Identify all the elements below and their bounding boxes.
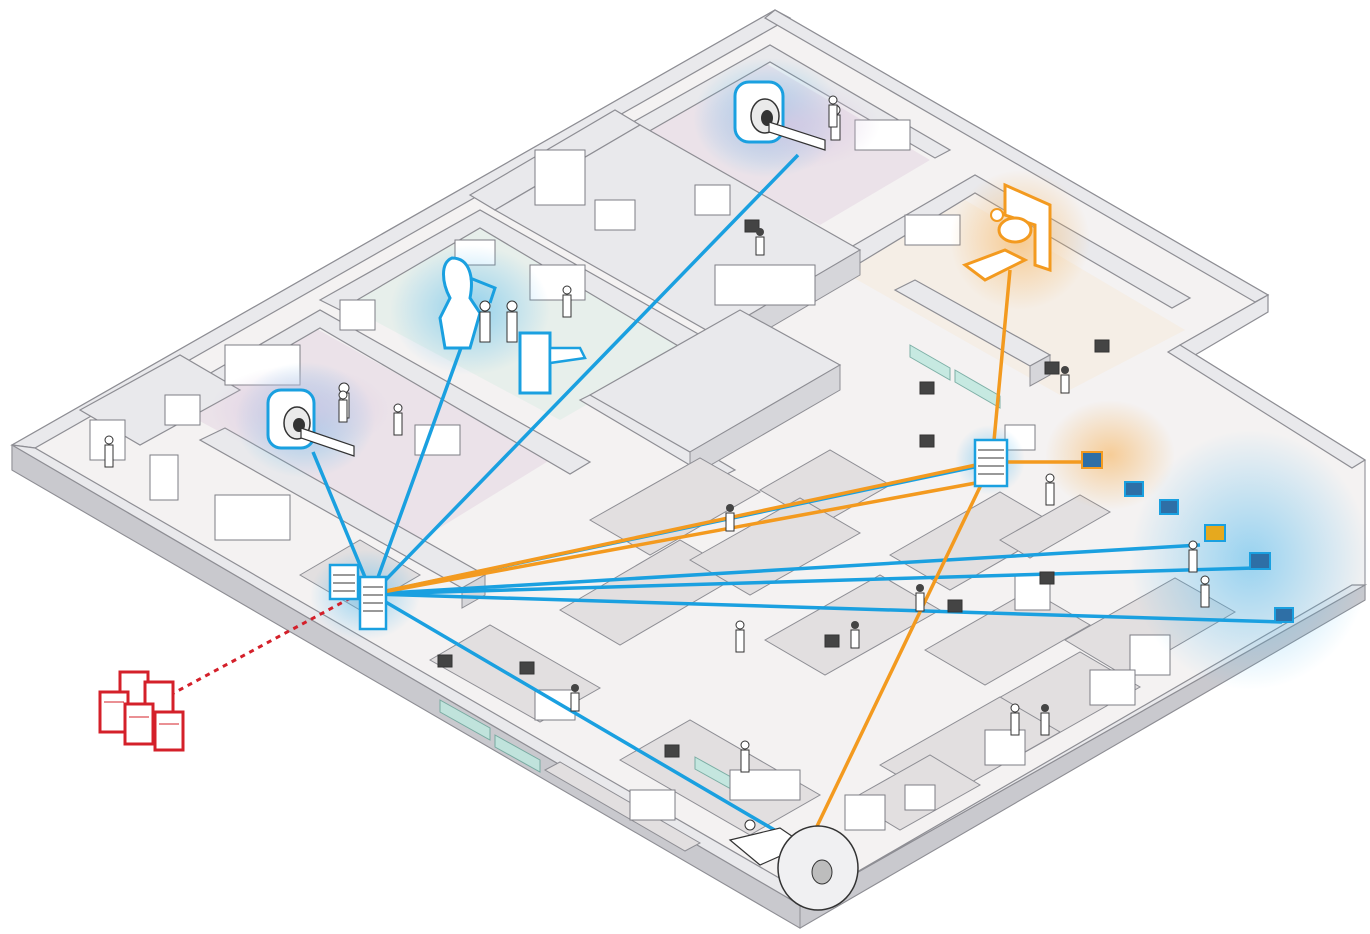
monitor-icon [437,654,453,668]
person-icon [570,684,580,712]
person-icon [1010,703,1020,736]
person-icon [828,95,838,128]
x-ray-arm-icon [961,182,1052,282]
network-rack-icon [328,563,388,631]
blue-link [370,153,800,596]
workstations [437,219,1294,758]
blue-link [370,344,464,595]
monitor-icon [1124,481,1144,497]
surgical-robot-icon [438,256,587,395]
orange-link [990,269,1012,463]
blue-link [371,566,1256,596]
blue-link [371,592,1283,624]
blue-link [311,451,374,595]
monitor-icon [1159,499,1179,515]
person-icon [1200,575,1210,608]
network-rack-icon [973,438,1009,488]
blue-link [371,543,1201,596]
monitor-icon [1044,361,1060,375]
person-icon [393,403,403,436]
person-icon [104,435,114,468]
orange-link [371,460,991,596]
monitor-icon [824,634,840,648]
person-icon [1045,473,1055,506]
monitor-icon [1274,607,1294,623]
monitor-icon [1204,524,1226,542]
monitor-icon [519,661,535,675]
monitor-icon [1249,552,1271,570]
orange-links [371,269,1092,846]
ct-scanner-icon [728,819,859,911]
monitor-icon [744,219,760,233]
monitor-icon [1039,571,1055,585]
person-icon [1060,366,1070,394]
person-icon [1040,704,1050,736]
mri-scanner-icon [266,382,355,457]
orange-link [371,478,993,596]
blue-link [371,592,801,847]
person-icon [725,504,735,532]
staff-figures [104,95,1210,773]
person-icon [915,584,925,612]
monitor-icon [919,434,935,448]
person-icon [740,740,750,773]
monitor-icon [1094,339,1110,353]
monitor-icon [664,744,680,758]
person-icon [755,228,765,256]
server-cluster-icon [98,670,185,752]
glass-panels [439,344,1001,795]
monitor-icon [1081,451,1103,469]
person-icon [562,285,572,318]
orange-link [806,461,994,846]
person-icon [338,390,348,423]
person-icon [1188,540,1198,573]
monitor-icon [947,599,963,613]
monitor-icon [919,381,935,395]
person-icon [850,621,860,649]
person-icon [735,620,745,653]
